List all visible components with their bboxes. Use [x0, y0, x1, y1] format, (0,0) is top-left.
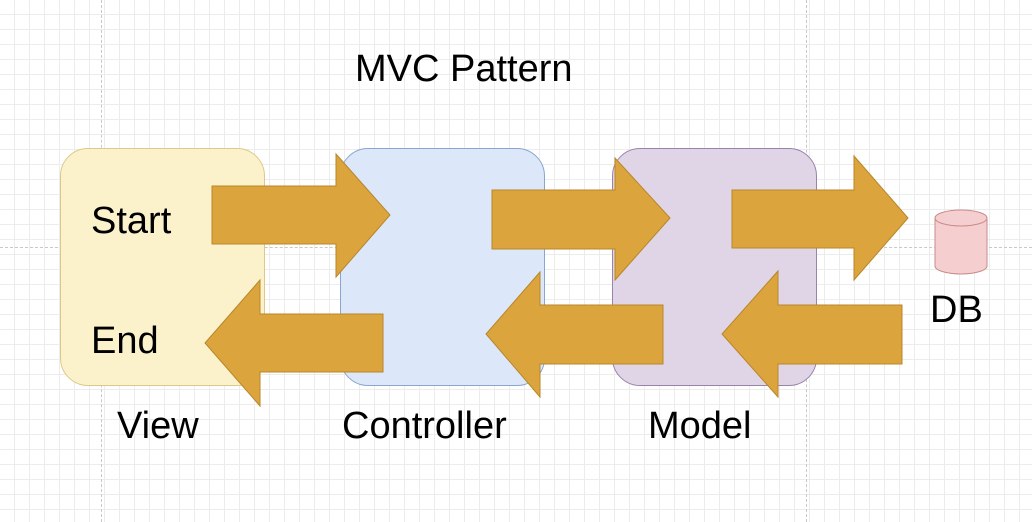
arrow-controller-to-view[interactable] [204, 278, 384, 408]
db-label: DB [930, 289, 983, 331]
view-label: View [117, 405, 199, 447]
arrow-controller-to-model[interactable] [491, 156, 671, 282]
controller-label: Controller [342, 405, 507, 447]
arrow-view-to-controller[interactable] [211, 152, 391, 279]
database-icon[interactable] [934, 209, 988, 275]
arrow-model-to-controller[interactable] [485, 270, 664, 399]
end-label: End [91, 320, 159, 362]
model-label: Model [648, 405, 752, 447]
diagram-title: MVC Pattern [355, 48, 573, 90]
start-label: Start [91, 200, 172, 242]
arrow-db-to-model[interactable] [721, 269, 903, 399]
arrow-model-to-db[interactable] [731, 154, 909, 282]
